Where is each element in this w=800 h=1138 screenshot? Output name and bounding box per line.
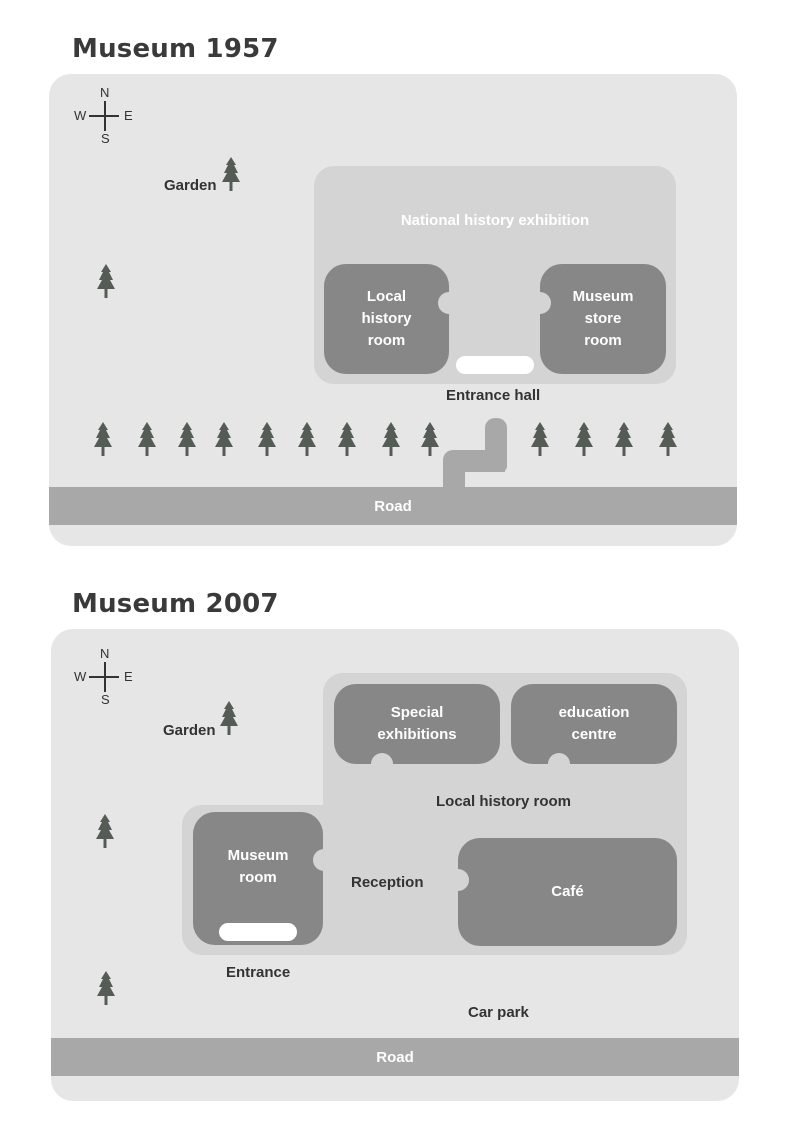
- special-exhibitions-door: [371, 753, 393, 775]
- compass-west-label: W: [74, 669, 87, 684]
- tree-icon: [659, 422, 677, 456]
- tree-icon: [138, 422, 156, 456]
- tree-icon: [615, 422, 633, 456]
- local-history-room-door: [438, 292, 460, 314]
- road-label: Road: [376, 1048, 414, 1066]
- education-centre-door: [548, 753, 570, 775]
- tree-icon: [338, 422, 356, 456]
- entrance-door: [219, 923, 297, 941]
- compass-north-label: N: [100, 85, 110, 100]
- garden-label: Garden: [164, 177, 217, 194]
- museum-room-label: Museum room: [227, 846, 289, 886]
- museum-store-room: Museum store room: [540, 264, 666, 374]
- special-exhibitions-room: Special exhibitions: [334, 684, 500, 764]
- local-history-room-label: Local history room: [436, 793, 572, 810]
- compass-east-label: E: [124, 669, 133, 684]
- special-exhibitions-label: Special exhibitions: [377, 704, 457, 743]
- road: Road: [49, 487, 737, 525]
- entrance-door: [456, 356, 534, 374]
- cafe-room: Café: [458, 838, 677, 946]
- compass-horizontal-line: [89, 115, 119, 117]
- local-history-room: Local history room: [324, 264, 449, 374]
- garden-label: Garden: [163, 722, 216, 739]
- cafe-door: [447, 869, 469, 891]
- tree-icon: [421, 422, 439, 456]
- map-1957-title: Museum 1957: [72, 34, 279, 64]
- tree-icon: [258, 422, 276, 456]
- compass-south-label: S: [101, 131, 110, 146]
- reception-label: Reception: [351, 874, 424, 891]
- tree-icon: [531, 422, 549, 456]
- road: Road: [51, 1038, 739, 1076]
- compass-east-label: E: [124, 108, 133, 123]
- tree-icon: [97, 264, 115, 298]
- car-park-label: Car park: [468, 1004, 529, 1021]
- tree-icon: [215, 422, 233, 456]
- compass-south-label: S: [101, 692, 110, 707]
- entrance-label: Entrance: [226, 964, 291, 981]
- local-history-room-label: Local history room: [361, 288, 412, 349]
- entrance-hall-label: Entrance hall: [446, 387, 541, 404]
- tree-icon: [298, 422, 316, 456]
- map-2007-title: Museum 2007: [72, 589, 279, 619]
- compass-icon: N W E S: [74, 86, 134, 146]
- tree-icon: [222, 157, 240, 191]
- road-label: Road: [374, 497, 412, 515]
- tree-icon: [220, 701, 238, 735]
- compass-north-label: N: [100, 646, 110, 661]
- tree-icon: [178, 422, 196, 456]
- map-2007: N W E S Garden Special exhibitions educa…: [51, 629, 739, 1101]
- tree-icon: [94, 422, 112, 456]
- entrance-path-lower: [443, 464, 465, 494]
- cafe-label: Café: [551, 883, 584, 900]
- museum-store-room-label: Museum store room: [572, 288, 634, 349]
- museum-store-room-door: [529, 292, 551, 314]
- compass-icon: N W E S: [74, 647, 134, 707]
- national-history-exhibition-label: National history exhibition: [400, 212, 590, 229]
- tree-icon: [575, 422, 593, 456]
- education-centre-room: education centre: [511, 684, 677, 764]
- education-centre-label: education centre: [558, 704, 630, 743]
- compass-west-label: W: [74, 108, 87, 123]
- map-1957: N W E S Garden National history exhibiti…: [49, 74, 737, 546]
- national-history-exhibition-area: National history exhibition Local histor…: [314, 166, 676, 384]
- tree-icon: [382, 422, 400, 456]
- tree-icon: [97, 971, 115, 1005]
- museum-room-door: [313, 849, 335, 871]
- compass-horizontal-line: [89, 676, 119, 678]
- tree-icon: [96, 814, 114, 848]
- museum-room: Museum room: [193, 812, 323, 945]
